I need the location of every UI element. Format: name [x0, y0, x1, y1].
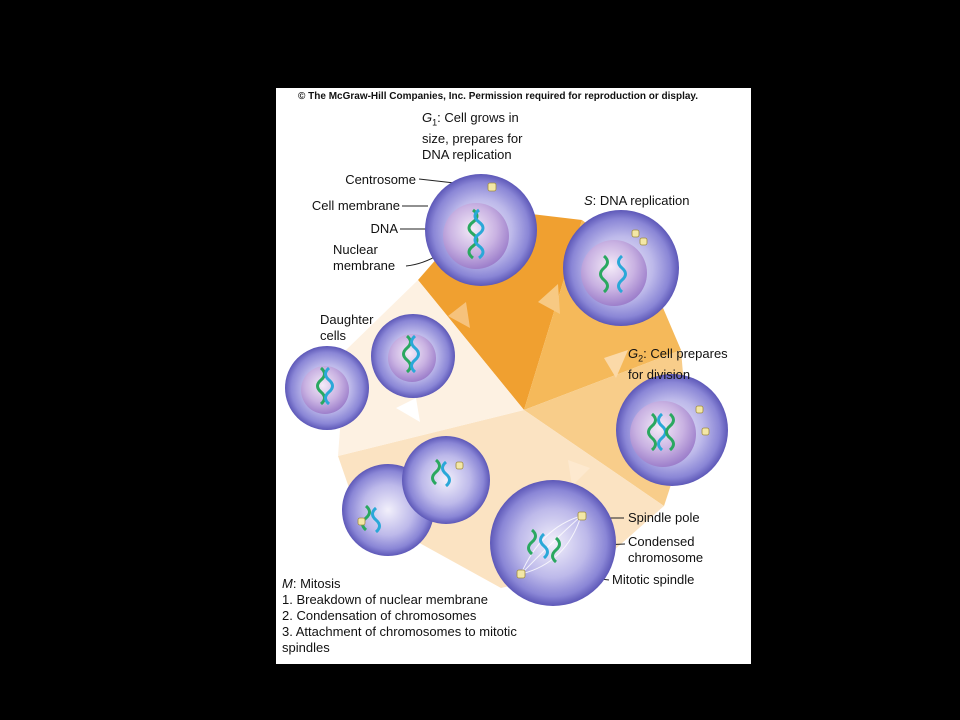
- g1-cell: [425, 174, 537, 286]
- g2-dna: [647, 412, 657, 452]
- g2-line-1: : Cell prepares: [643, 346, 728, 361]
- g2-line-2: for division: [628, 366, 691, 382]
- g2-centrosome-icon: [695, 405, 704, 414]
- spindle-pole-label: Spindle pole: [628, 510, 700, 525]
- centrosome-label: Centrosome: [345, 172, 416, 187]
- nuclear-membrane-line-1: Nuclear: [333, 242, 378, 257]
- g2-phase-label: G2: Cell prepares for division: [628, 346, 728, 383]
- g2-cell: [616, 374, 728, 486]
- m-step-1: 1. Breakdown of nuclear membrane: [282, 592, 488, 607]
- nuclear-membrane-label: Nuclear membrane: [333, 242, 395, 274]
- daughter-cells-line-2: cells: [320, 328, 347, 343]
- arrow-s-to-g2: [604, 350, 628, 378]
- arrow-daughters-to-g1: [448, 302, 470, 328]
- s-line: : DNA replication: [592, 193, 690, 208]
- g2-key: G: [628, 346, 639, 361]
- m-title: : Mitosis: [292, 576, 341, 591]
- mitosis-cell: [490, 480, 616, 606]
- daughter-cells-label: Daughter cells: [320, 312, 373, 344]
- m-step-4: spindles: [282, 640, 330, 655]
- s-cell: [563, 210, 679, 326]
- g1-phase-label: G1: Cell grows in size, prepares for DNA…: [422, 110, 522, 163]
- g2-nucleus: [630, 401, 696, 467]
- nuclear-membrane-line-2: membrane: [333, 258, 396, 273]
- arrow-g1-to-s: [538, 284, 560, 314]
- g1-centrosome-icon: [487, 182, 497, 192]
- cell-cycle-diagram: [285, 174, 728, 606]
- m-phase-label: M: Mitosis 1. Breakdown of nuclear membr…: [282, 576, 517, 656]
- cell-cycle-figure: © The McGraw-Hill Companies, Inc. Permis…: [276, 88, 751, 664]
- g1-line-3: DNA replication: [422, 146, 512, 162]
- s-dna: [599, 254, 609, 294]
- dividing-cell: [342, 436, 490, 556]
- copyright-notice: © The McGraw-Hill Companies, Inc. Permis…: [298, 91, 699, 102]
- g1-line-2: size, prepares for: [422, 130, 523, 146]
- condensed-chromosome-label: Condensed chromosome: [628, 534, 703, 566]
- m-step-3: 3. Attachment of chromosomes to mitotic: [282, 624, 517, 639]
- daughter-cell-left: [285, 346, 369, 430]
- dna-label: DNA: [370, 221, 398, 236]
- m-step-2: 2. Condensation of chromosomes: [282, 608, 477, 623]
- condensed-chromosome-line-1: Condensed: [628, 534, 695, 549]
- s-centrosome-icon: [631, 229, 640, 238]
- s-nucleus: [581, 240, 647, 306]
- mitotic-spindle-fibers: [520, 515, 582, 575]
- daughter-cell-right: [371, 314, 455, 398]
- s-phase-label: S: DNA replication: [584, 193, 690, 209]
- mitotic-spindle-label: Mitotic spindle: [612, 572, 695, 587]
- spindle-pole-icon: [577, 511, 587, 521]
- arrow-m-to-daughters: [396, 398, 420, 422]
- g1-sub: 1: [432, 117, 438, 128]
- g1-key: G: [422, 110, 433, 125]
- m-key: M: [282, 576, 293, 591]
- condensed-chromosome: [527, 528, 537, 556]
- g1-line-1: : Cell grows in: [437, 110, 519, 125]
- arrow-g2-to-m: [568, 460, 590, 486]
- condensed-chromosome-line-2: chromosome: [628, 550, 704, 565]
- s-key: S: [584, 193, 593, 208]
- cell-membrane-label: Cell membrane: [311, 198, 400, 213]
- g2-sub: 2: [638, 353, 644, 364]
- daughter-cells-line-1: Daughter: [320, 312, 374, 327]
